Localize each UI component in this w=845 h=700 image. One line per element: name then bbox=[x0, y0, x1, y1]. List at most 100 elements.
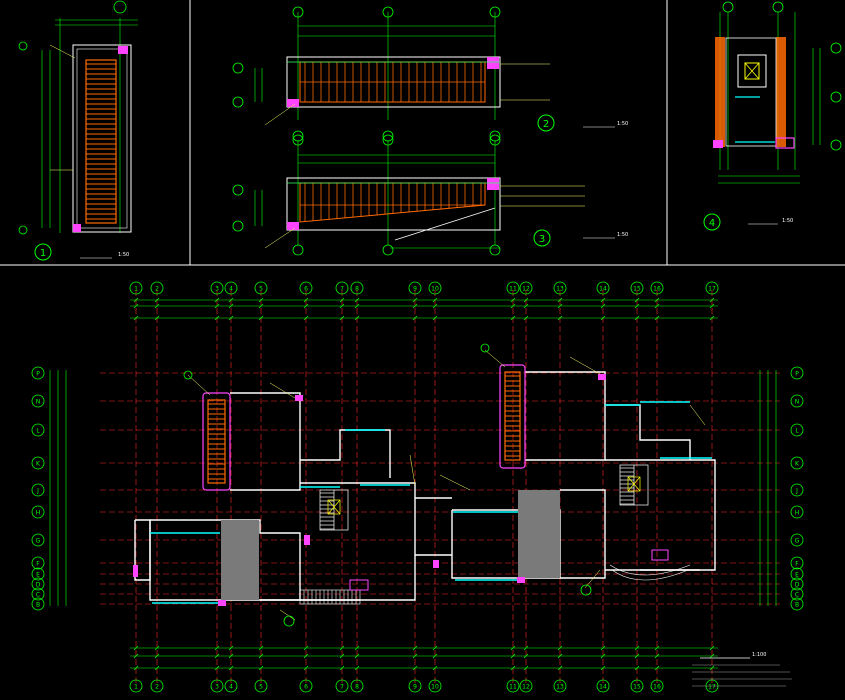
grid-bubble-label: B bbox=[36, 602, 40, 609]
dimension-tick bbox=[412, 297, 418, 303]
grid-bubble-label: 12 bbox=[522, 286, 530, 293]
dimension-tick bbox=[634, 297, 640, 303]
dimension-tick bbox=[339, 653, 345, 659]
grid-bubble-label: D bbox=[795, 582, 800, 589]
dimension-tick bbox=[523, 303, 529, 309]
dimension-tick bbox=[258, 297, 264, 303]
dimension-tick bbox=[600, 665, 606, 671]
dimension-tick bbox=[600, 653, 606, 659]
dimension-tick bbox=[133, 315, 139, 321]
dimension-tick bbox=[557, 303, 563, 309]
dimension-tick bbox=[133, 303, 139, 309]
dimension-tick bbox=[412, 645, 418, 651]
grid-bubble-label: P bbox=[36, 371, 40, 378]
grid-bubble bbox=[553, 281, 567, 295]
grid-bubble-label: 16 bbox=[653, 684, 661, 691]
dimension-tick bbox=[523, 297, 529, 303]
balcony-left bbox=[202, 392, 231, 491]
grid-bubbles: 1122334455667788991010111112121313141415… bbox=[31, 281, 804, 693]
grid-bubble bbox=[224, 679, 238, 693]
dimension-tick bbox=[154, 303, 160, 309]
walls bbox=[134, 371, 716, 601]
grid-bubble-label: 17 bbox=[708, 684, 716, 691]
grid-bubble-label: 6 bbox=[304, 684, 308, 691]
dimension-tick bbox=[523, 653, 529, 659]
grid-bubble-label: J bbox=[36, 488, 39, 495]
grid-bubble-label: H bbox=[36, 510, 41, 517]
dimension-tick bbox=[654, 315, 660, 321]
dimension-tick bbox=[258, 303, 264, 309]
dimension-tick bbox=[133, 297, 139, 303]
grid-bubble bbox=[31, 597, 45, 611]
grid-bubble bbox=[790, 587, 804, 601]
grid-bubble-label: F bbox=[795, 561, 799, 568]
dimension-tick bbox=[258, 315, 264, 321]
grid-bubble bbox=[254, 679, 268, 693]
grid-bubble bbox=[519, 281, 533, 295]
dimension-tick bbox=[154, 297, 160, 303]
dimension-tick bbox=[354, 665, 360, 671]
grid-bubble bbox=[31, 394, 45, 408]
dimension-tick bbox=[510, 653, 516, 659]
grid-bubble-label: N bbox=[795, 399, 800, 406]
grid-bubble-label: F bbox=[36, 561, 40, 568]
grid-bubble bbox=[129, 679, 143, 693]
dimension-tick bbox=[432, 303, 438, 309]
dimension-tick bbox=[709, 297, 715, 303]
grid-bubble-label: E bbox=[36, 572, 40, 579]
markers bbox=[133, 374, 669, 606]
grid-bubble bbox=[790, 456, 804, 470]
elevator-shaft-right bbox=[518, 490, 560, 578]
dimension-tick bbox=[154, 653, 160, 659]
grid-bubble-label: 16 bbox=[653, 286, 661, 293]
grid-bubble bbox=[335, 281, 349, 295]
dimension-tick bbox=[339, 315, 345, 321]
grid-bubble-label: 14 bbox=[599, 684, 607, 691]
dimension-tick bbox=[523, 315, 529, 321]
dimension-tick bbox=[709, 645, 715, 651]
dimension-tick bbox=[303, 653, 309, 659]
grid-bubble bbox=[506, 281, 520, 295]
grid-bubble bbox=[299, 281, 313, 295]
grid-bubble bbox=[31, 505, 45, 519]
grid-bubble bbox=[31, 456, 45, 470]
dimension-tick bbox=[557, 653, 563, 659]
grid-bubble bbox=[790, 366, 804, 380]
dimension-tick bbox=[510, 297, 516, 303]
detail-4: 4 1:50 bbox=[703, 1, 842, 231]
detail-1-number-bubble bbox=[34, 243, 52, 261]
grid-bubble bbox=[790, 483, 804, 497]
dimension-tick bbox=[654, 303, 660, 309]
detail-2-number: 2 bbox=[543, 119, 549, 130]
grid-bubble bbox=[790, 577, 804, 591]
dimension-tick bbox=[432, 653, 438, 659]
dimension-tick bbox=[303, 297, 309, 303]
dimension-tick bbox=[634, 665, 640, 671]
grid-bubble bbox=[350, 281, 364, 295]
grid-bubble-label: 13 bbox=[556, 286, 564, 293]
grid-bubble-label: D bbox=[36, 582, 41, 589]
dimension-tick bbox=[258, 665, 264, 671]
grid-bubble-label: 17 bbox=[708, 286, 716, 293]
grid-bubble bbox=[596, 281, 610, 295]
grid-bubble-label: 2 bbox=[155, 684, 159, 691]
grid-bubble bbox=[630, 679, 644, 693]
dimension-tick bbox=[303, 315, 309, 321]
detail-3-scale: 1:50 bbox=[617, 232, 628, 238]
grid-bubble-label: E bbox=[795, 572, 799, 579]
dimension-tick bbox=[154, 645, 160, 651]
dimension-tick bbox=[303, 303, 309, 309]
grid-bubble bbox=[790, 567, 804, 581]
grid-bubble-label: J bbox=[795, 488, 798, 495]
detail-3-number-bubble bbox=[533, 229, 551, 247]
dimension-tick bbox=[228, 315, 234, 321]
dimension-tick bbox=[339, 303, 345, 309]
dimension-tick bbox=[228, 303, 234, 309]
grid-bubble bbox=[553, 679, 567, 693]
detail-3: 3 1:50 bbox=[232, 134, 628, 256]
windows bbox=[150, 401, 712, 604]
grid-bubble-label: 13 bbox=[556, 684, 564, 691]
detail-2-number-bubble bbox=[537, 114, 555, 132]
dimension-tick bbox=[303, 645, 309, 651]
grid-bubble bbox=[150, 281, 164, 295]
